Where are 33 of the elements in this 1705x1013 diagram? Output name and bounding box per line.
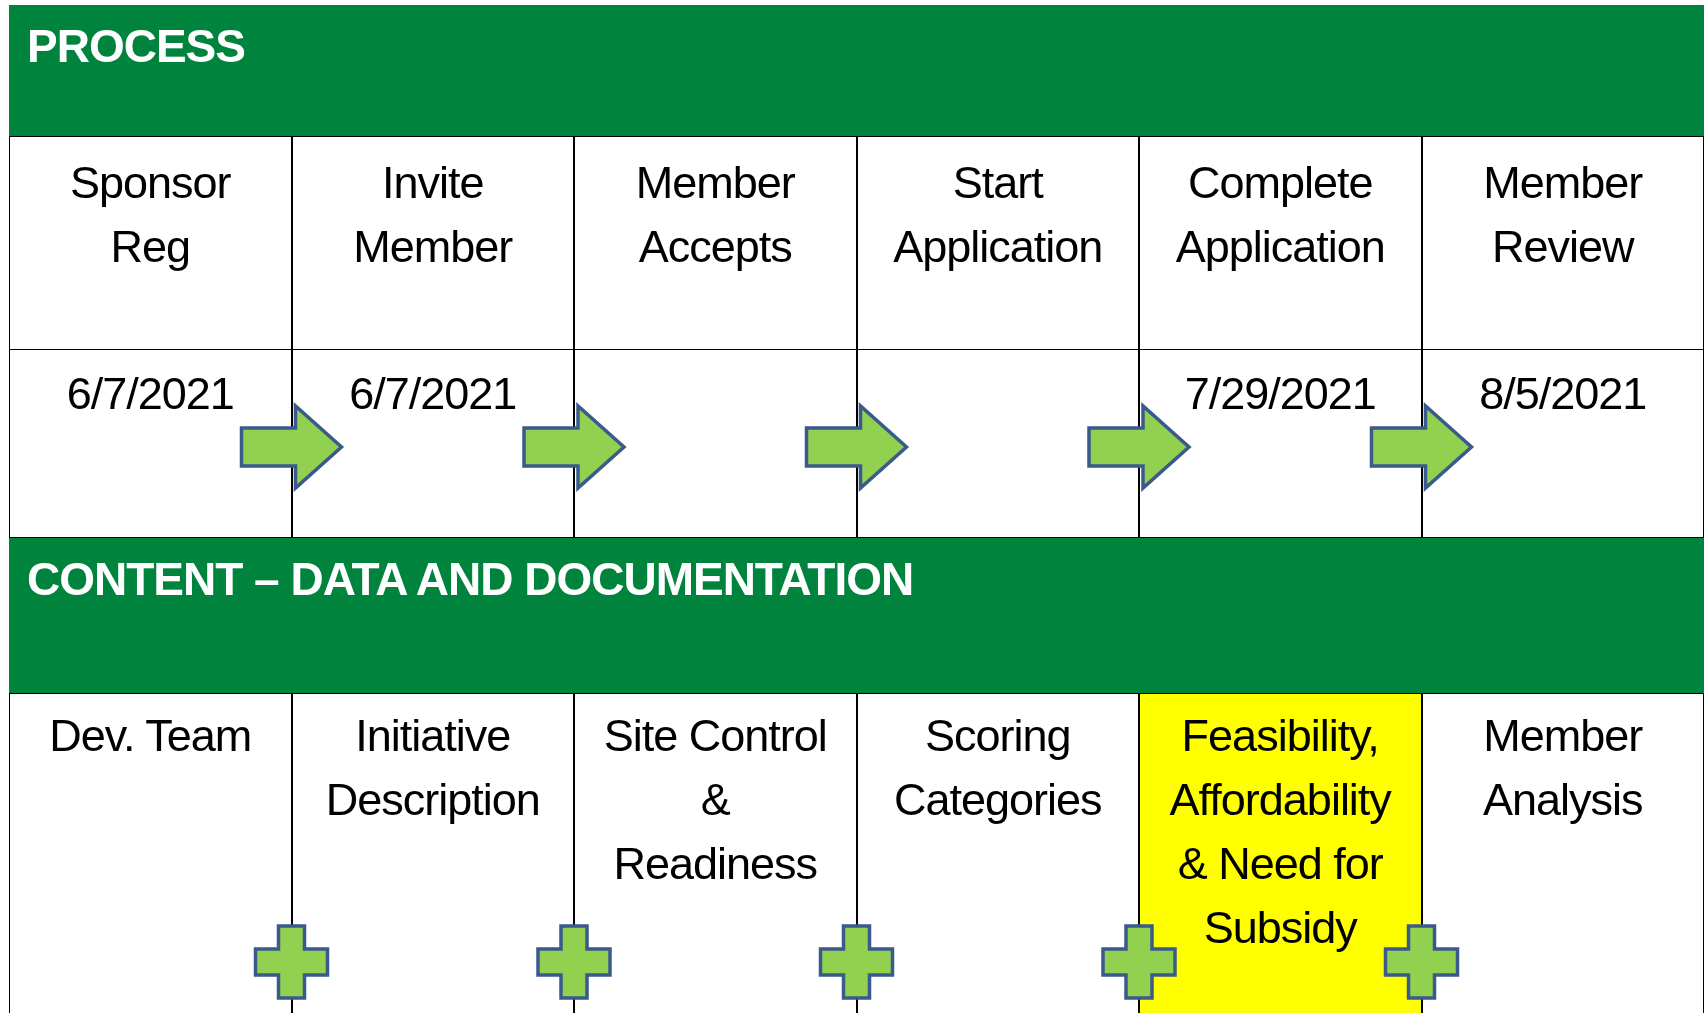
category-label: Scoring Categories [892, 709, 1103, 827]
content-category-cell [291, 693, 574, 1013]
category-label: Dev. Team [48, 709, 253, 763]
content-category-cell [1139, 693, 1422, 1013]
process-step-column [856, 136, 1139, 538]
category-label: Site Control & Readiness [602, 709, 828, 891]
block-arrow [239, 402, 345, 492]
process-step-column [1421, 136, 1704, 538]
section-heading: CONTENT – DATA AND DOCUMENTATION [27, 552, 914, 606]
step-label: Complete Application [1174, 156, 1386, 274]
block-arrow [804, 402, 910, 492]
process-step-column [291, 136, 574, 538]
process-step-column [574, 136, 857, 538]
step-label: Start Application [892, 156, 1104, 274]
content-category-cell [9, 693, 292, 1013]
section-header-band [9, 538, 1704, 693]
content-category-cell [856, 693, 1139, 1013]
content-category-cell [574, 693, 857, 1013]
step-label: Invite Member [352, 156, 514, 274]
step-label: Member Accepts [634, 156, 796, 274]
process-step-column [1139, 136, 1422, 538]
content-category-cell [1421, 693, 1704, 1013]
section-header-band [9, 5, 1704, 136]
step-label: Sponsor Reg [68, 156, 232, 274]
block-arrow [1087, 402, 1192, 492]
block-arrow [1369, 402, 1475, 492]
category-label: Feasibility, Affordability & Need for Subsidy [1168, 709, 1393, 955]
process-step-column [9, 136, 292, 538]
step-label: Member Review [1482, 156, 1644, 274]
category-label: Member Analysis [1481, 709, 1644, 827]
block-arrow [522, 402, 627, 492]
section-heading: PROCESS [27, 19, 245, 73]
category-label: Initiative Description [324, 709, 541, 827]
